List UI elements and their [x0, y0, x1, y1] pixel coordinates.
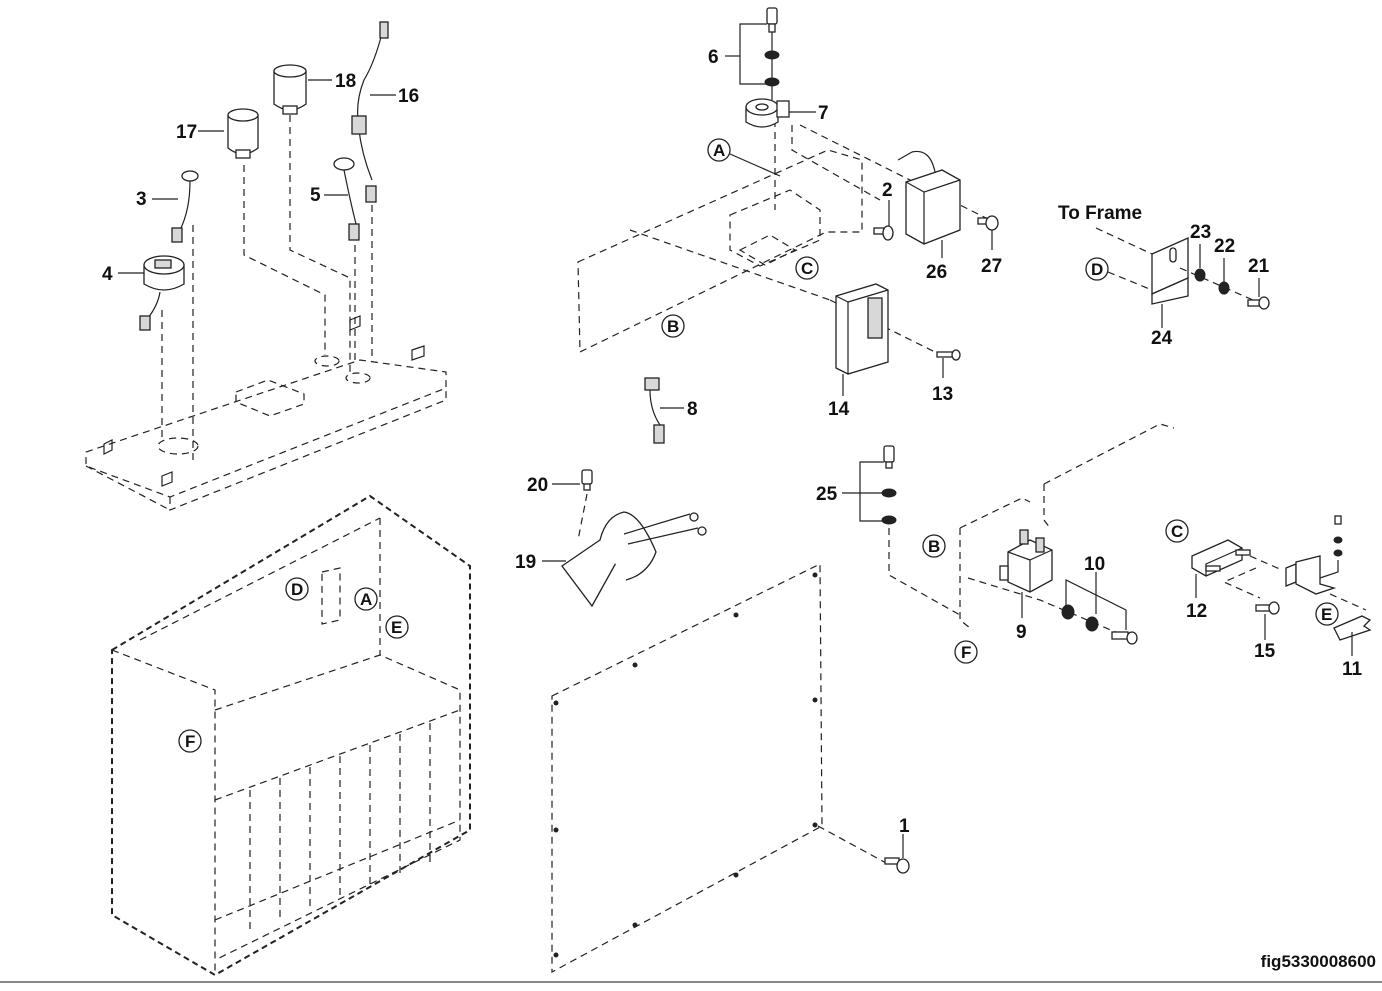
callout-10: 10 — [1084, 554, 1105, 575]
svg-text:C: C — [1171, 522, 1183, 541]
battery-compartment — [111, 494, 471, 977]
callout-25: 25 — [816, 484, 838, 505]
callout-17: 17 — [176, 122, 197, 143]
part-12-fuse-holder — [1191, 539, 1251, 598]
callout-22: 22 — [1214, 236, 1235, 257]
ref-marker-e-box: E — [385, 615, 409, 639]
svg-text:D: D — [1091, 260, 1103, 279]
callout-18: 18 — [335, 71, 356, 92]
callout-15: 15 — [1254, 641, 1276, 662]
bottom-divider — [0, 981, 1382, 983]
part-27-bolt — [977, 215, 999, 250]
callout-16: 16 — [398, 86, 419, 107]
part-2-bolt — [873, 200, 894, 241]
svg-text:E: E — [1321, 605, 1332, 624]
part-18-cup-holder — [273, 64, 307, 115]
ref-marker-d-box: D — [285, 577, 309, 601]
svg-text:A: A — [713, 141, 725, 160]
part-3-indicator — [171, 170, 199, 243]
part-5-switch — [333, 157, 360, 241]
callout-2: 2 — [882, 180, 893, 201]
svg-text:B: B — [667, 317, 679, 336]
callout-14: 14 — [828, 399, 850, 420]
part-15-bolt — [1255, 601, 1280, 640]
part-13-bolt — [936, 349, 961, 378]
part-24-bracket — [1151, 236, 1189, 328]
callout-26: 26 — [926, 262, 947, 283]
bracket-e — [1285, 555, 1337, 595]
ref-marker-f-box: F — [178, 729, 202, 753]
ref-marker-b-top: B — [661, 314, 685, 338]
callout-12: 12 — [1186, 601, 1207, 622]
svg-text:A: A — [360, 590, 372, 609]
part-20-bolt — [552, 469, 593, 491]
callout-23: 23 — [1190, 222, 1211, 243]
part-26-controller-module — [897, 150, 961, 258]
part-25-screw-washers — [842, 445, 897, 525]
part-21-bolt — [1247, 296, 1270, 310]
console-tray — [85, 315, 447, 511]
callout-7: 7 — [818, 103, 829, 124]
part-1-bolt — [884, 834, 910, 874]
ref-marker-c-fuse: C — [1165, 519, 1189, 543]
svg-text:D: D — [291, 580, 303, 599]
callout-19: 19 — [515, 552, 536, 573]
callout-6: 6 — [708, 47, 719, 68]
cover-panel — [551, 563, 823, 974]
to-frame-label: To Frame — [1058, 203, 1142, 224]
svg-text:F: F — [185, 732, 195, 751]
busbar-bracket — [959, 423, 1175, 629]
callout-11: 11 — [1342, 659, 1363, 680]
svg-text:B: B — [928, 537, 940, 556]
ref-marker-d-bracket: D — [1085, 257, 1109, 281]
part-16-wire-harness — [351, 21, 389, 203]
callout-3: 3 — [136, 189, 147, 210]
ref-marker-b-contactor: B — [922, 534, 946, 558]
part-19-battery-connector — [542, 511, 707, 608]
callout-21: 21 — [1248, 256, 1270, 277]
part-4-gauge — [139, 255, 185, 331]
ref-marker-f-contactor: F — [954, 640, 978, 664]
callout-24: 24 — [1151, 328, 1173, 349]
svg-text:E: E — [391, 618, 402, 637]
callout-4: 4 — [102, 264, 113, 285]
part-10-bolt-washers — [1065, 572, 1138, 645]
ref-marker-a-top: A — [707, 138, 781, 177]
ref-marker-c-top: C — [795, 256, 819, 280]
callout-1: 1 — [899, 816, 910, 837]
part-11-fuse — [1333, 615, 1372, 656]
ref-marker-a-box: A — [354, 587, 378, 611]
callout-27: 27 — [981, 256, 1002, 277]
svg-text:F: F — [961, 643, 971, 662]
figure-id: fig5330008600 — [1260, 952, 1376, 971]
part-8-wire-harness — [644, 377, 684, 444]
callout-20: 20 — [527, 475, 548, 496]
part-7-sensor — [745, 98, 816, 128]
mounting-plate — [577, 149, 863, 353]
svg-text:C: C — [801, 259, 813, 278]
part-14-motor-controller — [835, 283, 889, 396]
callout-13: 13 — [932, 384, 953, 405]
part-9-contactor — [999, 529, 1053, 618]
callout-9: 9 — [1016, 622, 1027, 643]
callout-5: 5 — [310, 185, 321, 206]
part-17-cup-holder — [227, 108, 259, 159]
part-6-screw-washers — [725, 7, 780, 100]
callout-8: 8 — [687, 399, 698, 420]
ref-marker-e-fuse: E — [1315, 602, 1339, 626]
